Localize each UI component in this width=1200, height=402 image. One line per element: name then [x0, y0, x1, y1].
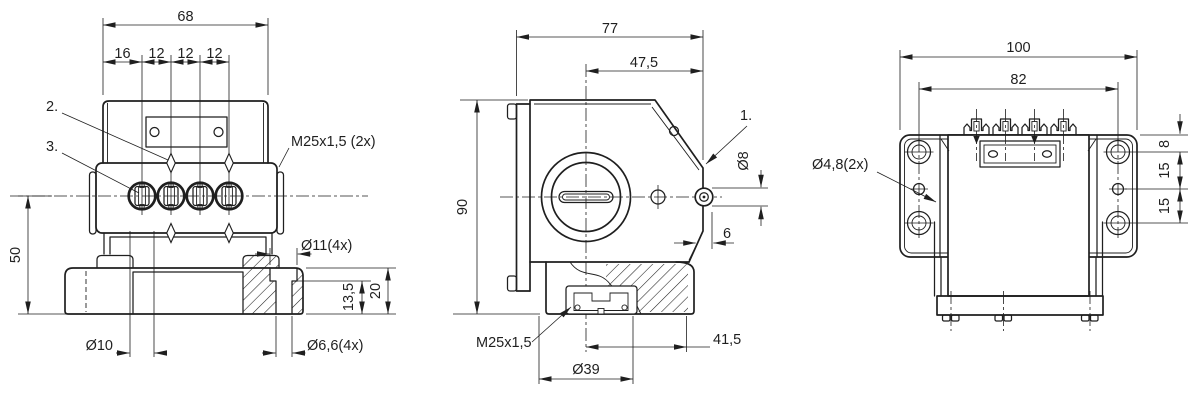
back-base-plate	[936, 295, 1104, 316]
m25-plug-profile	[573, 292, 629, 311]
cover-slot	[558, 190, 614, 204]
dim-side-height: 90	[455, 199, 471, 215]
lid-clip-top	[506, 103, 518, 120]
back-centerlines	[918, 109, 1119, 331]
front-side-gland-right	[276, 171, 285, 235]
dim-v-bot: 15	[1157, 198, 1173, 214]
front-body-top	[102, 100, 269, 164]
hinge-detail	[668, 125, 680, 137]
back-callouts: Ø4,8(2x)	[812, 157, 937, 203]
dim-v-top: 8	[1157, 140, 1173, 148]
label-gland-front: M25x1,5 (2x)	[291, 134, 376, 150]
dim-pitch-4: 12	[206, 46, 222, 62]
dim-front-height: 50	[8, 247, 24, 263]
side-lid	[515, 103, 531, 292]
front-dimensions: 68 16 12 12 12 50 Ø11(4x) 13,5 20 Ø10 Ø6…	[8, 9, 396, 357]
dim-back-inner-width: 82	[1010, 72, 1026, 88]
side-geometry	[506, 99, 714, 315]
vent-marker	[166, 152, 176, 174]
side-dimensions: 90 77 47,5 Ø8 6 41,5 Ø39	[453, 21, 768, 384]
dim-side-depth: 77	[602, 21, 618, 37]
side-callouts: 1. M25x1,5	[476, 108, 752, 351]
callout-1: 1.	[740, 108, 752, 124]
nameplate-hole	[213, 126, 224, 138]
dim-side-offset: 47,5	[630, 55, 658, 71]
callout-3: 3.	[46, 139, 58, 155]
cover-inner-circle	[550, 161, 622, 233]
dim-v-mid: 15	[1157, 162, 1173, 178]
label-thread: M25x1,5	[476, 335, 532, 351]
side-body-outline	[529, 99, 704, 292]
vent-marker	[224, 152, 234, 174]
side-centerlines	[500, 64, 722, 352]
front-base	[64, 267, 304, 315]
dim-pin-offset: 6	[723, 226, 731, 242]
vent-marker	[166, 222, 176, 244]
dim-counterbore: Ø11(4x)	[301, 238, 352, 254]
dim-pin-dia: Ø8	[736, 151, 752, 170]
front-geometry	[64, 100, 304, 315]
dim-flange-offset: 41,5	[713, 332, 741, 348]
front-nameplate	[145, 116, 228, 148]
dim-pitch-2: 12	[148, 46, 164, 62]
side-view: 90 77 47,5 Ø8 6 41,5 Ø39 1. M25x1,5	[453, 21, 768, 384]
callout-2: 2.	[46, 99, 58, 115]
nameplate-hole	[149, 126, 160, 138]
back-geometry	[899, 118, 1138, 322]
vent-marker	[224, 222, 234, 244]
side-base	[545, 261, 695, 315]
dim-cb-depth: 13,5	[341, 283, 357, 311]
lid-clip-bottom	[506, 275, 518, 292]
dim-front-width: 68	[177, 9, 193, 25]
dim-hole-66: Ø6,6(4x)	[307, 338, 363, 354]
front-boss-left	[96, 254, 134, 269]
dim-hole-10: Ø10	[86, 338, 113, 354]
front-centerlines	[10, 55, 368, 357]
cover-outer-circle	[540, 151, 632, 243]
dim-flange-dia: Ø39	[572, 362, 599, 378]
dim-base-height: 20	[368, 283, 384, 299]
dim-pitch-3: 12	[177, 46, 193, 62]
front-view: 68 16 12 12 12 50 Ø11(4x) 13,5 20 Ø10 Ø6…	[8, 9, 396, 357]
front-callouts: 2. 3. M25x1,5 (2x)	[46, 99, 376, 194]
front-side-gland-left	[88, 171, 97, 235]
dim-back-width: 100	[1006, 40, 1030, 56]
label-hole-48: Ø4,8(2x)	[812, 157, 868, 173]
dim-pitch-1: 16	[114, 46, 130, 62]
enclosure-body-back	[947, 134, 1090, 297]
back-nameplate	[979, 140, 1061, 168]
back-view: 100 82 8 15 15 Ø4,8(2x)	[812, 40, 1188, 331]
back-feet	[941, 314, 1099, 322]
back-dimensions: 100 82 8 15 15	[899, 40, 1188, 224]
